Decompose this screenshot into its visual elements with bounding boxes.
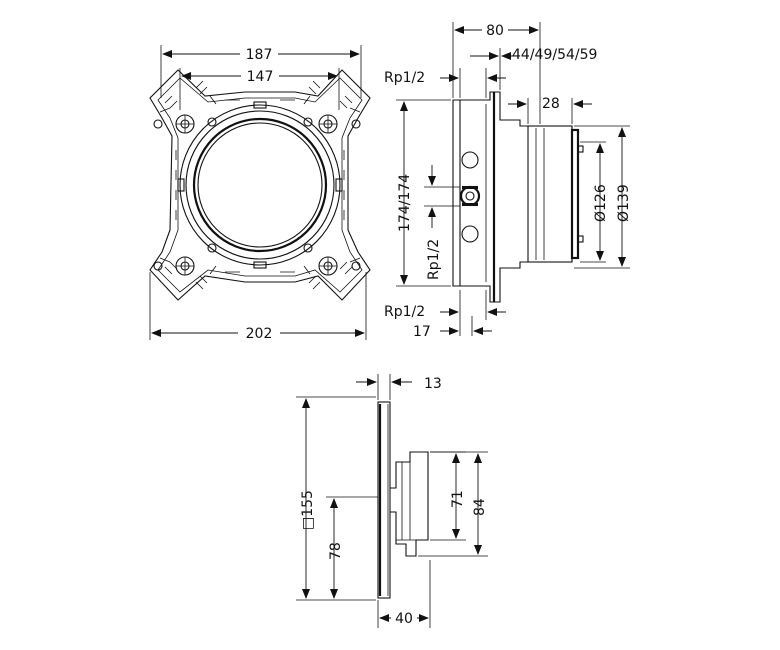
dim-d126: Ø126 [593, 184, 609, 222]
lower-view: 13 □155 78 71 84 40 [296, 374, 488, 628]
corner-boss-bl [175, 256, 195, 276]
dim-80: 80 [486, 23, 504, 39]
dim-174: 174/174 [397, 174, 413, 232]
dim-44-49-54-59: 44/49/54/59 [512, 47, 597, 63]
dim-rp-mid: Rp1/2 [426, 239, 442, 280]
dim-147: 147 [247, 69, 274, 85]
dim-202: 202 [246, 326, 273, 342]
dim-28: 28 [542, 96, 560, 112]
dim-13: 13 [424, 376, 442, 392]
dim-d139: Ø139 [616, 184, 632, 222]
dim-17: 17 [413, 324, 431, 340]
corner-boss-br [318, 256, 338, 276]
dim-71: 71 [450, 490, 466, 508]
dim-rp-top: Rp1/2 [384, 70, 425, 86]
dim-40: 40 [395, 611, 413, 627]
dim-187: 187 [246, 47, 273, 63]
dim-rp-bottom: Rp1/2 [384, 304, 425, 320]
dim-78: 78 [328, 542, 344, 560]
front-view: 187 147 202 [149, 45, 371, 342]
side-view: 80 44/49/54/59 Rp1/2 28 174/174 Rp1/2 [384, 22, 632, 340]
dim-84: 84 [472, 498, 488, 516]
corner-boss-tr [318, 114, 338, 134]
corner-boss-tl [175, 114, 195, 134]
dim-155: □155 [300, 490, 316, 530]
